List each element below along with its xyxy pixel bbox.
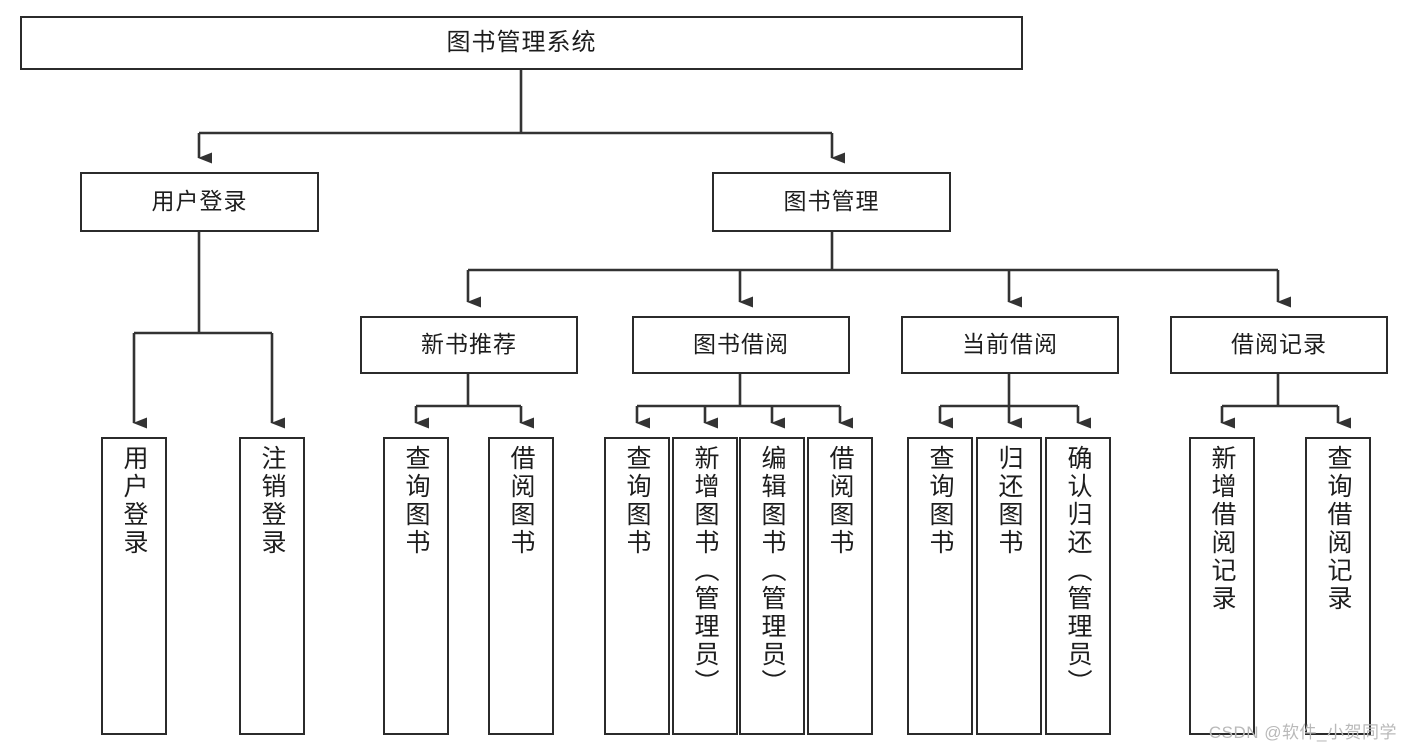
node-label: 当前借阅 bbox=[962, 331, 1058, 358]
node-label: 查询图书 bbox=[402, 445, 430, 557]
node-label: 图书管理 bbox=[783, 188, 880, 215]
leaf-add-borrow-record[interactable]: 新增借阅记录 bbox=[1189, 437, 1255, 735]
node-label: 新书推荐 bbox=[421, 331, 517, 358]
node-label: 用户登录 bbox=[151, 188, 248, 215]
node-label: 查询图书 bbox=[623, 445, 651, 557]
node-user-login[interactable]: 用户登录 bbox=[80, 172, 319, 232]
node-label: 借阅图书 bbox=[826, 445, 854, 557]
leaf-query-book-borrow[interactable]: 查询图书 bbox=[604, 437, 670, 735]
node-label: 归还图书 bbox=[995, 445, 1023, 557]
leaf-return-book[interactable]: 归还图书 bbox=[976, 437, 1042, 735]
node-label: 新增借阅记录 bbox=[1208, 445, 1236, 613]
node-label: 新增图书（管理员） bbox=[691, 445, 719, 697]
leaf-add-book[interactable]: 新增图书（管理员） bbox=[672, 437, 738, 735]
node-label: 编辑图书（管理员） bbox=[758, 445, 786, 697]
leaf-edit-book[interactable]: 编辑图书（管理员） bbox=[739, 437, 805, 735]
node-label: 图书借阅 bbox=[693, 331, 789, 358]
node-current-borrow[interactable]: 当前借阅 bbox=[901, 316, 1119, 374]
leaf-logout-login[interactable]: 注销登录 bbox=[239, 437, 305, 735]
node-label: 图书管理系统 bbox=[446, 28, 597, 56]
leaf-query-book-current[interactable]: 查询图书 bbox=[907, 437, 973, 735]
node-label: 查询图书 bbox=[926, 445, 954, 557]
node-label: 借阅记录 bbox=[1231, 331, 1327, 358]
node-label: 借阅图书 bbox=[507, 445, 535, 557]
node-new-book-recommend[interactable]: 新书推荐 bbox=[360, 316, 578, 374]
leaf-confirm-return[interactable]: 确认归还（管理员） bbox=[1045, 437, 1111, 735]
leaf-query-book-recommend[interactable]: 查询图书 bbox=[383, 437, 449, 735]
leaf-borrow-book-recommend[interactable]: 借阅图书 bbox=[488, 437, 554, 735]
csdn-watermark: CSDN @软件_小贺同学 bbox=[1208, 723, 1397, 742]
node-root-book-management-system[interactable]: 图书管理系统 bbox=[20, 16, 1023, 70]
leaf-query-borrow-record[interactable]: 查询借阅记录 bbox=[1305, 437, 1371, 735]
node-book-borrow[interactable]: 图书借阅 bbox=[632, 316, 850, 374]
node-label: 用户登录 bbox=[120, 445, 148, 557]
node-label: 确认归还（管理员） bbox=[1064, 445, 1092, 697]
node-label: 注销登录 bbox=[258, 445, 286, 557]
leaf-user-login[interactable]: 用户登录 bbox=[101, 437, 167, 735]
node-book-management[interactable]: 图书管理 bbox=[712, 172, 951, 232]
leaf-borrow-book[interactable]: 借阅图书 bbox=[807, 437, 873, 735]
node-borrow-record[interactable]: 借阅记录 bbox=[1170, 316, 1388, 374]
node-label: 查询借阅记录 bbox=[1324, 445, 1352, 613]
